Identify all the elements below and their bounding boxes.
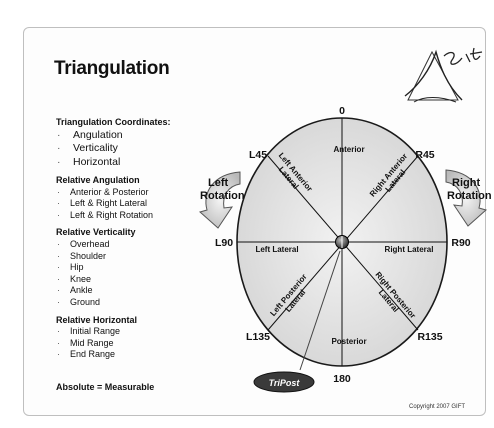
copyright-notice: Copyright 2007 GIFT — [409, 404, 466, 410]
list-item: Hip — [56, 262, 171, 274]
list-item: Knee — [56, 274, 171, 286]
absolute-measurable-note: Absolute = Measurable — [56, 382, 155, 392]
region-posterior: Posterior — [331, 337, 366, 346]
tripost-pointer — [299, 250, 341, 371]
tripost-label: TriPost — [269, 378, 301, 388]
relative-horizontal-section: Relative Horizontal Initial Range Mid Ra… — [56, 315, 171, 361]
list-item: Left & Right Lateral — [56, 198, 171, 210]
relative-horizontal-heading: Relative Horizontal — [56, 314, 138, 325]
right-rotation-label-1: Right — [452, 177, 480, 189]
relative-angulation-heading: Relative Angulation — [56, 175, 140, 186]
list-item: Shoulder — [56, 251, 171, 263]
coordinates-list: Triangulation Coordinates: Angulation Ve… — [56, 117, 171, 367]
list-item: Anterior & Posterior — [56, 187, 171, 199]
list-item: Verticality — [56, 142, 171, 156]
right-rotation-label-2: Rotation — [447, 190, 492, 202]
gift-logo — [404, 47, 483, 103]
left-rotation-arrow-icon — [198, 171, 241, 229]
list-item: Angulation — [56, 129, 171, 143]
right-rotation-arrow-icon — [445, 169, 488, 227]
left-rotation-label-2: Rotation — [200, 190, 245, 202]
relative-verticality-heading: Relative Verticality — [56, 227, 136, 238]
region-anterior: Anterior — [333, 145, 364, 154]
angle-label-r90: R90 — [451, 237, 470, 249]
list-item: Horizontal — [56, 156, 171, 170]
list-item: Initial Range — [56, 326, 171, 338]
relative-angulation-section: Relative Angulation Anterior & Posterior… — [56, 175, 171, 221]
list-item: Ground — [56, 297, 171, 309]
list-item: End Range — [56, 349, 171, 361]
angle-label-r45: R45 — [415, 149, 434, 161]
region-left-lateral: Left Lateral — [255, 245, 298, 254]
tripost-badge — [253, 371, 315, 393]
angle-label-0: 0 — [339, 105, 345, 117]
coordinates-section: Triangulation Coordinates: Angulation Ve… — [56, 117, 171, 169]
angle-label-l90: L90 — [215, 237, 233, 249]
angle-label-180: 180 — [333, 373, 351, 385]
left-rotation-label-1: Left — [208, 177, 229, 189]
list-item: Left & Right Rotation — [56, 210, 171, 222]
region-right-lateral: Right Lateral — [385, 245, 434, 254]
angle-label-l45: L45 — [249, 149, 267, 161]
list-item: Ankle — [56, 285, 171, 297]
list-item: Mid Range — [56, 338, 171, 350]
relative-verticality-section: Relative Verticality Overhead Shoulder H… — [56, 227, 171, 308]
list-item: Overhead — [56, 239, 171, 251]
page-title: Triangulation — [54, 58, 170, 79]
angle-label-l135: L135 — [246, 331, 270, 343]
angle-label-r135: R135 — [417, 331, 442, 343]
coordinates-heading: Triangulation Coordinates: — [56, 117, 171, 127]
